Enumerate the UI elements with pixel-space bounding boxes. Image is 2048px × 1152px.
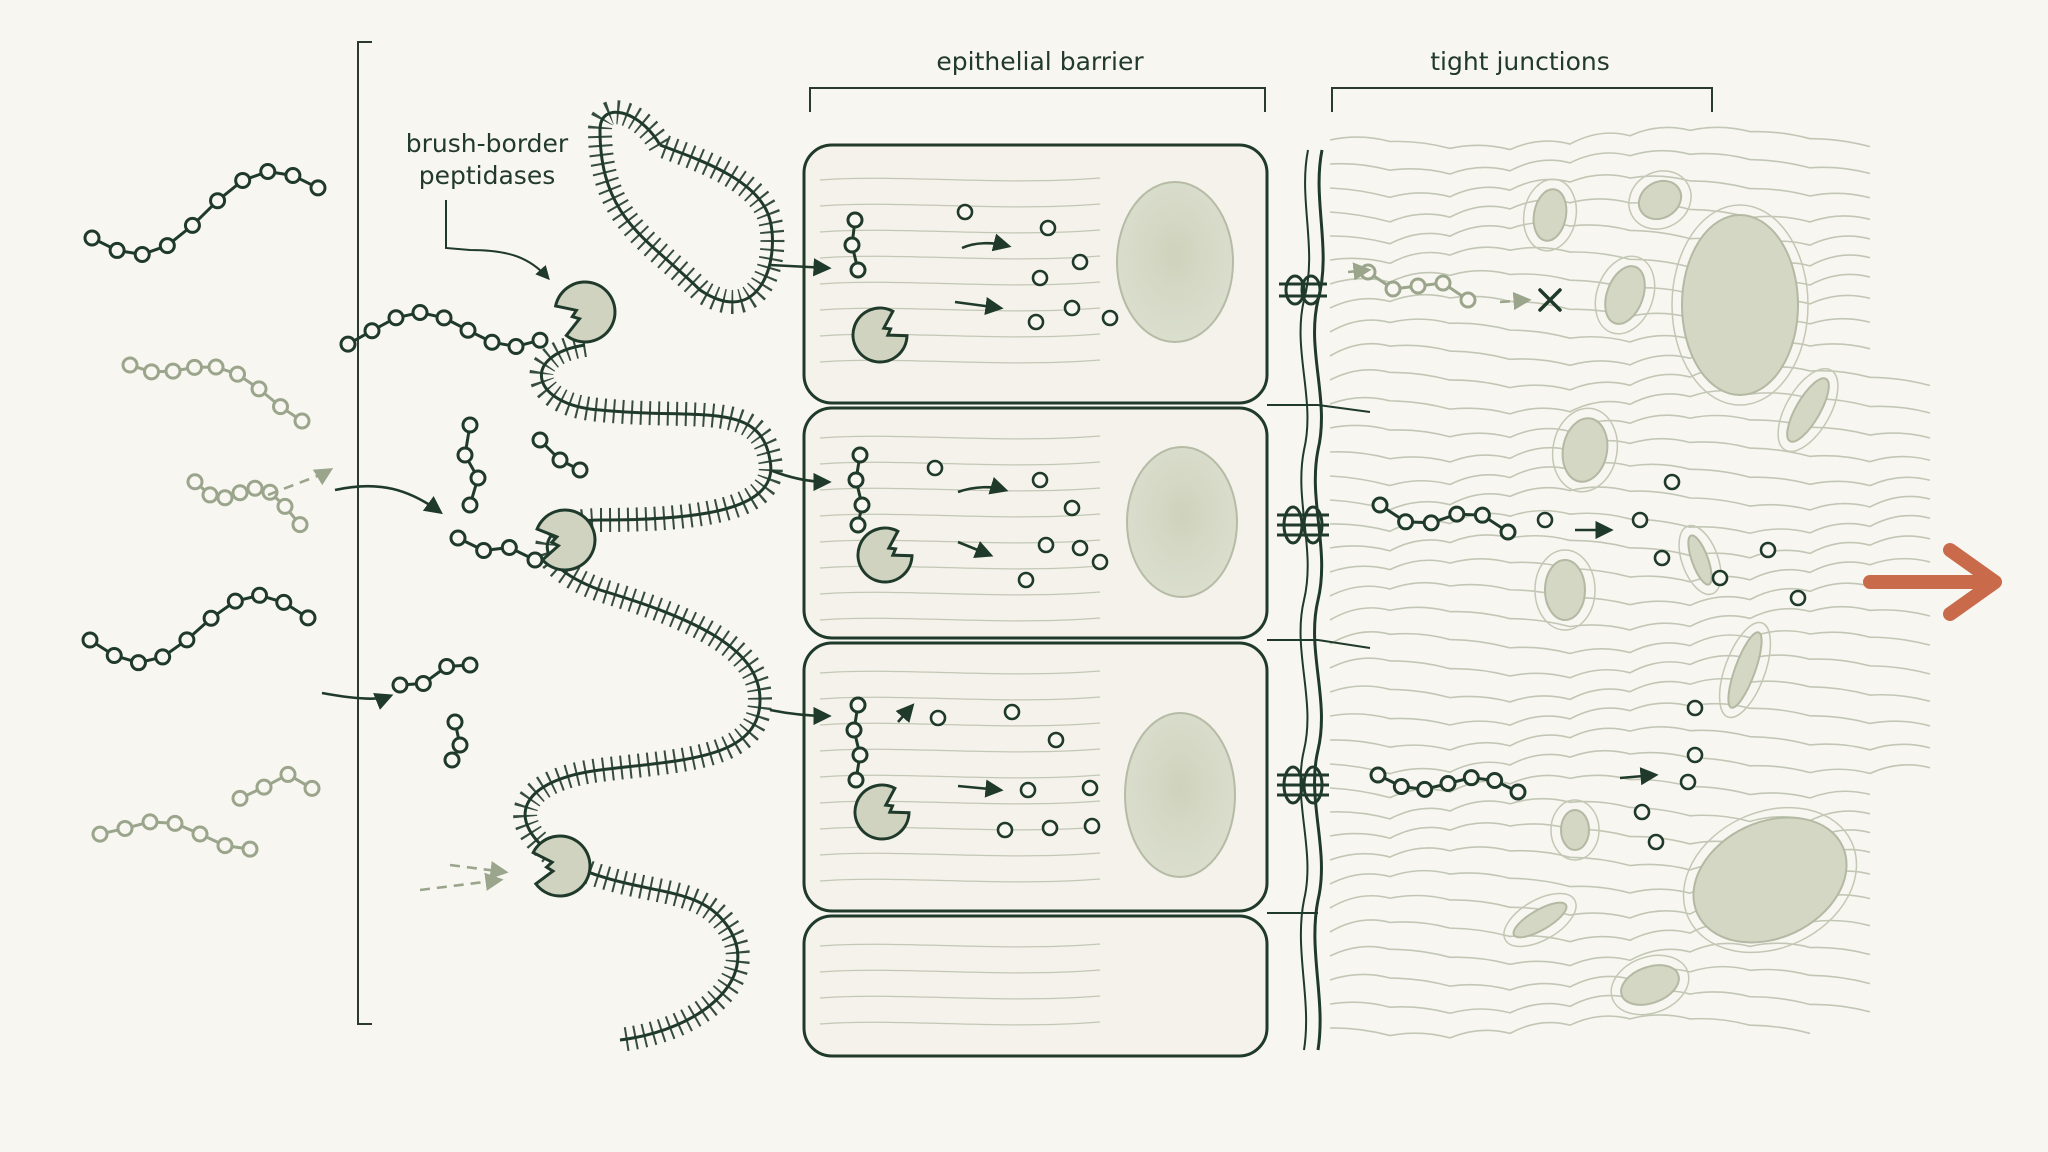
peptide-chain [845, 696, 869, 789]
nuclei [1116, 181, 1238, 878]
peptide-chain [186, 473, 309, 534]
tight-junctions-label: tight junctions [1430, 47, 1610, 76]
tight-junction-2 [1277, 505, 1329, 545]
peptide-chain [1359, 263, 1477, 309]
peptide-chain [231, 765, 321, 807]
brush-border-villi [513, 100, 785, 1052]
peptide-chain [81, 586, 317, 672]
tight-junction-3 [1277, 765, 1329, 805]
nucleus-3 [1124, 712, 1236, 878]
brush-border-pointer [445, 200, 550, 281]
peptide-chain [531, 431, 589, 479]
right-arrow-icon [1863, 543, 2002, 621]
amino-acids [926, 203, 1807, 851]
lumen-bracket [357, 41, 372, 1025]
peptide-chain [121, 356, 311, 430]
tissue-cells [1503, 170, 1858, 1016]
epithelial-barrier-label: epithelial barrier [936, 47, 1144, 76]
x-mark-icon [1538, 288, 1562, 312]
tight-junctions [1277, 274, 1329, 805]
tight-junction-1 [1279, 274, 1327, 306]
peptide-chain [1369, 766, 1527, 801]
peptide-chains [81, 163, 1527, 858]
flow-arrows [267, 233, 1659, 892]
peptide-chain [449, 529, 544, 569]
peptidase-enzymes [531, 280, 914, 898]
peptide-chain [443, 713, 469, 769]
nucleus-2 [1126, 446, 1238, 598]
peptide-chain [847, 446, 871, 534]
nucleus-1 [1116, 181, 1234, 343]
brush-border-label-line1: brush-border [406, 129, 569, 158]
peptide-chain [83, 163, 327, 263]
peptide-chain [391, 656, 479, 694]
tight-junctions-bracket [1331, 87, 1713, 112]
epithelial-cell-4 [802, 914, 1269, 1058]
peptide-chain [456, 416, 487, 514]
peptide-chain [339, 304, 549, 355]
connective-tissue [1329, 126, 1931, 1039]
epithelial-barrier-bracket [809, 87, 1266, 112]
brush-border-label-line2: peptidases [419, 161, 556, 190]
peptide-chain [91, 813, 259, 858]
peptide-chain [843, 211, 867, 279]
peptide-chain [1371, 496, 1517, 541]
